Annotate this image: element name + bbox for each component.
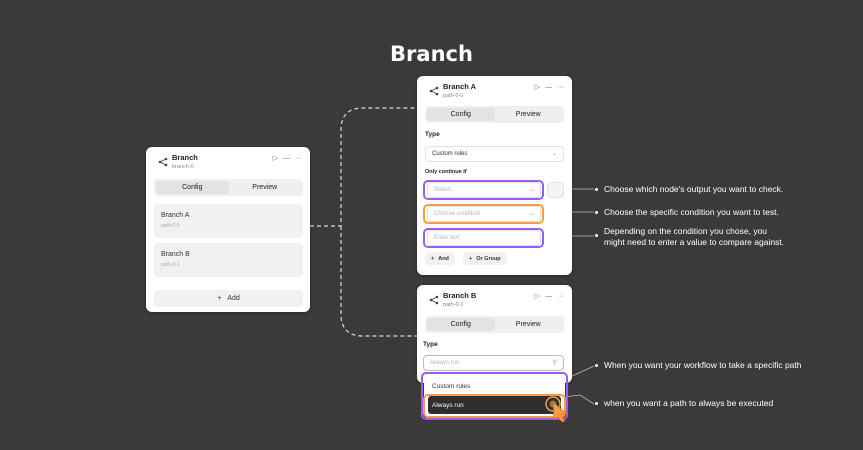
card-title: Branch xyxy=(172,153,198,162)
condition-label: Only continue if xyxy=(425,169,467,175)
tab-preview[interactable]: Preview xyxy=(515,321,541,328)
operand-select[interactable] xyxy=(547,182,564,198)
annotation-output: Choose which node's output you want to c… xyxy=(604,184,784,194)
branch-item-path: path-0-1 xyxy=(161,262,180,268)
output-select-highlight xyxy=(423,180,544,200)
dropdown-option-always-run[interactable]: Always run xyxy=(428,396,561,414)
and-button[interactable]: + And xyxy=(425,252,455,265)
search-icon: ⚲ xyxy=(552,360,557,366)
type-search-input[interactable]: Always run ⚲ xyxy=(423,355,564,371)
card-title: Branch B xyxy=(443,291,477,300)
card-subtitle: branch-0 xyxy=(172,164,194,170)
value-input[interactable]: Enter text xyxy=(427,230,541,246)
type-label: Type xyxy=(423,341,438,348)
tab-preview[interactable]: Preview xyxy=(515,111,541,118)
or-group-label: Or Group xyxy=(476,255,501,262)
always-run-highlight xyxy=(423,394,566,418)
play-icon[interactable]: ▷ xyxy=(534,293,540,300)
branch-item-a[interactable]: Branch A path-0-0 xyxy=(154,204,303,238)
type-label: Type xyxy=(425,131,440,138)
card-subtitle: path-0-1 xyxy=(443,302,464,308)
minimize-icon[interactable]: — xyxy=(545,293,552,300)
annotation-condition: Choose the specific condition you want t… xyxy=(604,207,779,217)
plus-icon: + xyxy=(469,255,473,262)
card-header: Branch A path-0-0 ▷ — ··· xyxy=(417,76,572,104)
or-group-button[interactable]: + Or Group xyxy=(463,252,507,265)
value-input-placeholder: Enter text xyxy=(434,235,460,241)
annotation-always-run: when you want a path to always be execut… xyxy=(604,398,774,408)
card-header: Branch B path-0-1 ▷ — ··· xyxy=(417,285,572,313)
branch-node-card[interactable]: Branch branch-0 ▷ — ··· Config Preview B… xyxy=(146,147,310,312)
type-select[interactable]: Custom rules ⌄ xyxy=(425,146,564,162)
branch-b-card[interactable]: Branch B path-0-1 ▷ — ··· Config Preview… xyxy=(417,285,572,383)
card-header: Branch branch-0 ▷ — ··· xyxy=(146,147,310,175)
condition-select-placeholder: Choose condition xyxy=(434,211,481,217)
tab-config[interactable]: Config xyxy=(156,181,229,194)
chevron-down-icon: ⌄ xyxy=(551,151,557,157)
page-title: Branch xyxy=(390,42,473,66)
minimize-icon[interactable]: — xyxy=(545,84,552,91)
annotation-bullet xyxy=(595,188,598,191)
type-select-value: Custom rules xyxy=(432,151,468,157)
branch-item-name: Branch A xyxy=(161,212,190,219)
branch-item-path: path-0-0 xyxy=(161,223,180,229)
branch-a-card[interactable]: Branch A path-0-0 ▷ — ··· Config Preview… xyxy=(417,76,572,275)
output-select[interactable]: Select... ⌄ xyxy=(427,182,541,198)
annotation-custom-rules: When you want your workflow to take a sp… xyxy=(604,360,802,370)
annotation-bullet xyxy=(595,402,598,405)
chevron-down-icon: ⌄ xyxy=(528,187,534,193)
more-icon[interactable]: ··· xyxy=(557,84,564,91)
tab-bar: Config Preview xyxy=(425,316,564,333)
add-label: Add xyxy=(227,295,240,302)
more-icon[interactable]: ··· xyxy=(295,155,302,162)
value-input-highlight xyxy=(423,228,544,248)
play-icon[interactable]: ▷ xyxy=(272,155,278,162)
tab-bar: Config Preview xyxy=(425,106,564,123)
output-select-placeholder: Select... xyxy=(434,187,456,193)
annotation-value-line-2: might need to enter a value to compare a… xyxy=(604,237,785,247)
dropdown-highlight xyxy=(421,372,568,420)
type-dropdown[interactable]: Custom rules Always run xyxy=(424,375,565,418)
branch-icon xyxy=(429,86,439,96)
condition-select-highlight xyxy=(423,204,544,224)
branch-icon xyxy=(429,295,439,305)
annotation-value-line-1: Depending on the condition you chose, yo… xyxy=(604,226,768,236)
and-label: And xyxy=(438,255,449,262)
annotation-bullet xyxy=(595,364,598,367)
dropdown-option-custom-rules[interactable]: Custom rules xyxy=(432,382,471,390)
annotation-bullet xyxy=(595,211,598,214)
plus-icon: + xyxy=(217,295,222,302)
plus-icon: + xyxy=(431,255,435,262)
branch-item-b[interactable]: Branch B path-0-1 xyxy=(154,243,303,277)
branch-icon xyxy=(158,157,168,167)
tab-config[interactable]: Config xyxy=(427,318,495,331)
more-icon[interactable]: ··· xyxy=(557,293,564,300)
tab-preview[interactable]: Preview xyxy=(252,184,278,191)
condition-select[interactable]: Choose condition ⌄ xyxy=(427,206,541,222)
type-search-value: Always run xyxy=(430,360,460,366)
tab-bar: Config Preview xyxy=(154,179,303,196)
add-branch-button[interactable]: + Add xyxy=(154,290,303,307)
card-title: Branch A xyxy=(443,82,477,91)
minimize-icon[interactable]: — xyxy=(283,155,290,162)
annotation-bullet xyxy=(595,234,598,237)
chevron-down-icon: ⌄ xyxy=(528,211,534,217)
tab-config[interactable]: Config xyxy=(427,108,495,121)
branch-item-name: Branch B xyxy=(161,251,190,258)
card-subtitle: path-0-0 xyxy=(443,93,464,99)
play-icon[interactable]: ▷ xyxy=(534,84,540,91)
